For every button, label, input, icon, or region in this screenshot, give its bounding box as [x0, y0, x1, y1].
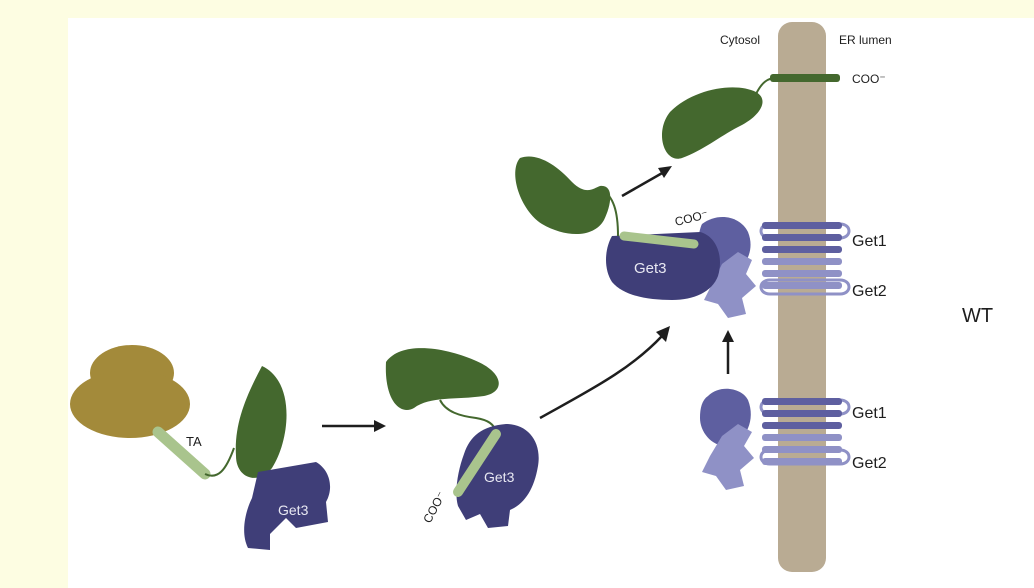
arrow-1: [322, 420, 386, 432]
linker-nascent: [204, 447, 235, 477]
get3-complex-label: Get3: [634, 260, 667, 277]
ta-segment-complex: [619, 231, 699, 249]
get1-bottom-label: Get1: [852, 405, 887, 422]
er-membrane: [778, 22, 826, 572]
get3-bound: Get3: [456, 424, 539, 528]
coo-membrane-label: COO⁻: [852, 72, 886, 86]
get3-free: Get3: [244, 462, 331, 550]
get3-bound-label: Get3: [484, 469, 515, 485]
get1-get2-receptor-bottom: [700, 388, 851, 490]
ta-label: TA: [186, 434, 202, 449]
get3-complex: Get3: [606, 232, 720, 300]
arrow-3: [722, 330, 734, 374]
ta-segment-nascent: [152, 426, 211, 480]
ta-protein-released: [515, 156, 611, 235]
ribosome: [70, 345, 190, 438]
linker-bound: [439, 399, 497, 433]
ta-segment-bound: [453, 429, 501, 497]
get3-free-label: Get3: [278, 502, 309, 518]
cytosol-label: Cytosol: [720, 33, 760, 47]
ta-protein-bound: [385, 348, 499, 411]
er-lumen-label: ER lumen: [839, 33, 892, 47]
wt-label: WT: [962, 305, 993, 327]
figure-panel: [68, 18, 1034, 588]
ta-protein-inserted: [661, 87, 763, 159]
arrow-4: [621, 166, 672, 198]
arrow-2: [539, 326, 670, 420]
get2-top-label: Get2: [852, 283, 887, 300]
linker-released: [599, 187, 619, 237]
ta-anchor-membrane: [770, 74, 840, 82]
get1-top-label: Get1: [852, 233, 887, 250]
get2-bottom-label: Get2: [852, 455, 887, 472]
ta-protein-nascent: [235, 366, 287, 478]
